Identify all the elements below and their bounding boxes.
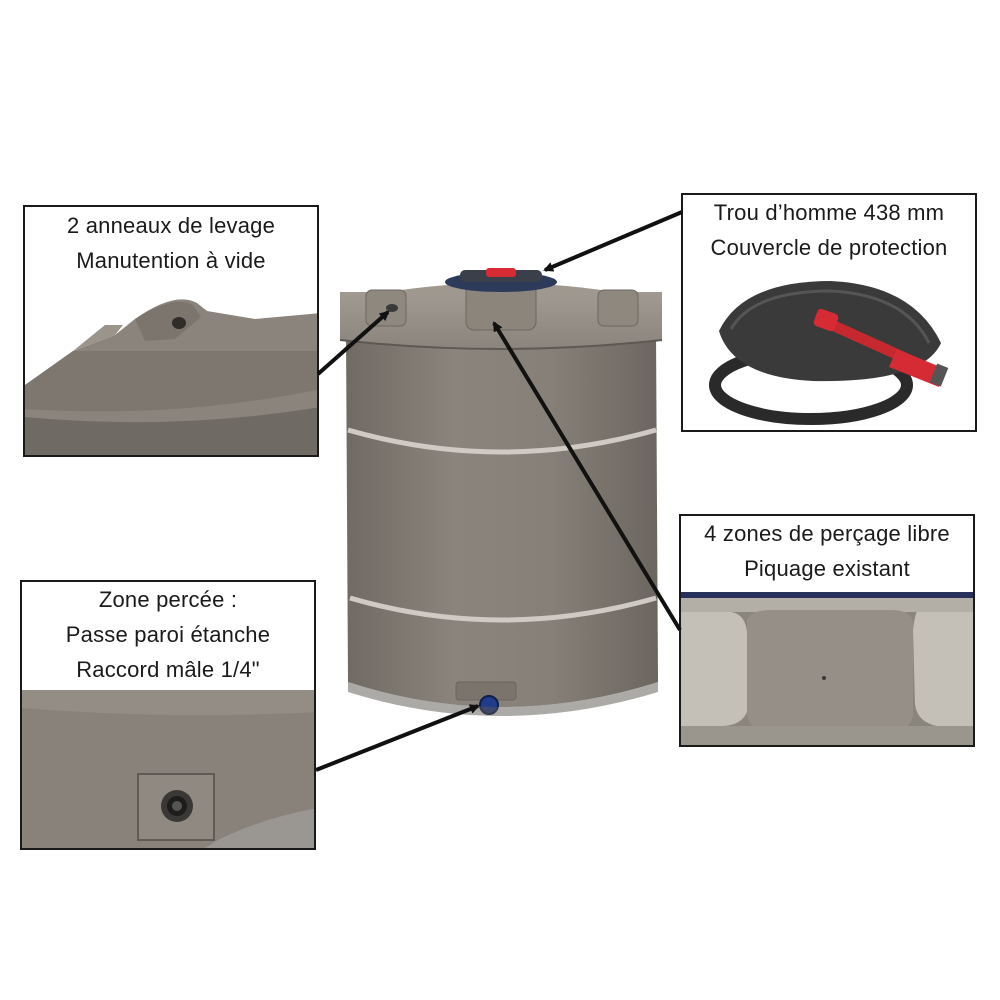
callout-drilling-subtitle: Piquage existant [744, 556, 910, 581]
manhole-lid-photo [683, 273, 975, 430]
callout-lifting-title: 2 anneaux de levage [66, 213, 276, 238]
callout-drilling-title: 4 zones de perçage libre [704, 521, 950, 546]
callout-drilled-line3: Raccord mâle 1/4" [76, 657, 260, 682]
callout-drilling-zones: 4 zones de perçage libre Piquage existan… [679, 514, 975, 747]
lifting-ring-photo [25, 289, 317, 455]
water-tank-illustration [336, 262, 666, 732]
callout-lifting-subtitle: Manutention à vide [76, 248, 266, 273]
callout-drilled-zone: Zone percée : Passe paroi étanche Raccor… [20, 580, 316, 850]
drilled-fitting-photo [22, 690, 314, 848]
callout-drilled-line2: Passe paroi étanche [65, 622, 271, 647]
callout-drilled-title: Zone percée : [98, 587, 238, 612]
callout-manhole: Trou d’homme 438 mm Couvercle de protect… [681, 193, 977, 432]
drilling-zone-photo [681, 592, 973, 745]
callout-manhole-title: Trou d’homme 438 mm [713, 200, 945, 225]
callout-lifting-rings: 2 anneaux de levage Manutention à vide [23, 205, 319, 457]
callout-manhole-subtitle: Couvercle de protection [710, 235, 948, 260]
lifting-ring-hole [386, 304, 398, 312]
